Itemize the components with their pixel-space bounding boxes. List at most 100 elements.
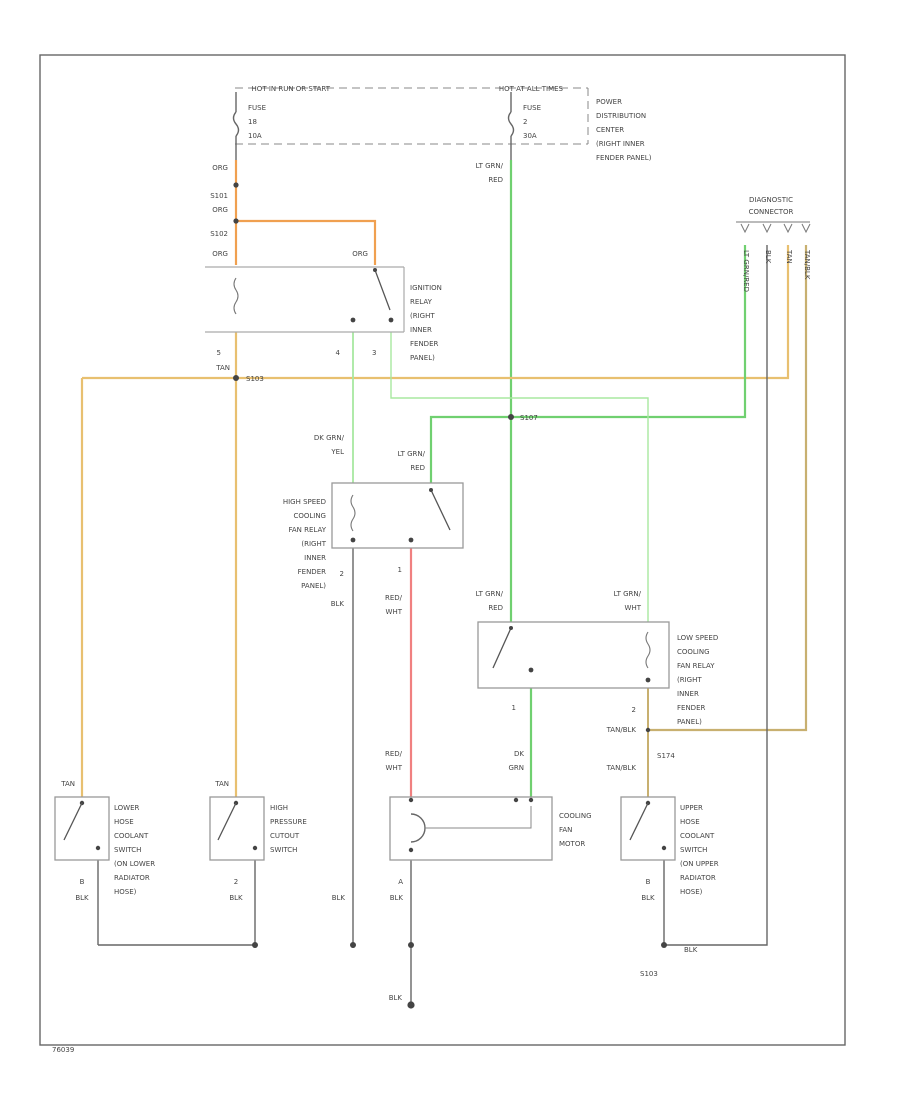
hp-switch-label-2: PRESSURE [270, 818, 307, 826]
wire-tan-bus [82, 245, 790, 380]
fuse-18: FUSE 18 10A [232, 92, 266, 160]
label-pin-lower-b: B [80, 878, 85, 886]
hs-relay-label-2: COOLING [293, 512, 326, 520]
label-s107: S107 [520, 414, 538, 422]
label-lt-grn-red-hs-1: LT GRN/ [398, 450, 426, 458]
lower-switch-label-1: LOWER [114, 804, 140, 812]
label-s103: S103 [246, 375, 264, 383]
label-pin-ign-3: 3 [372, 349, 376, 357]
ls-relay-label-7: PANEL) [677, 718, 702, 726]
lower-switch-label-5: (ON LOWER [114, 860, 155, 868]
ls-relay-label-4: (RIGHT [677, 676, 702, 684]
label-red-wht-1: RED/ [385, 594, 403, 602]
label-tan-lower: TAN [60, 780, 75, 788]
label-s103-ground: S103 [640, 970, 658, 978]
pdc-label-3: CENTER [596, 126, 624, 134]
pdc-label-2: DISTRIBUTION [596, 112, 646, 120]
label-blk-diag: BLK [684, 946, 698, 954]
label-lt-grn-red-top-1: LT GRN/ [476, 162, 504, 170]
ls-relay-label-3: FAN RELAY [677, 662, 715, 670]
ignition-relay-label-1: IGNITION [410, 284, 442, 292]
label-pin-upper-b: B [646, 878, 651, 886]
low-speed-relay: LOW SPEED COOLING FAN RELAY (RIGHT INNER… [477, 621, 718, 726]
diag-title-2: CONNECTOR [749, 208, 794, 216]
hs-relay-label-7: PANEL) [301, 582, 326, 590]
label-dk-grn-2: GRN [508, 764, 524, 772]
wire-tan-blk-diag [648, 245, 808, 732]
label-blk-upper: BLK [641, 894, 655, 902]
hs-relay-label-6: FENDER [298, 568, 326, 576]
lower-switch-label-2: HOSE [114, 818, 134, 826]
power-distribution-center: HOT IN RUN OR START HOT AT ALL TIMES POW… [235, 85, 652, 162]
label-lt-grn-wht-2: WHT [625, 604, 642, 612]
fan-motor-label-2: FAN [559, 826, 572, 834]
wire-labels: ORG S101 ORG S102 ORG ORG LT GRN/ RED 5 … [60, 162, 697, 1002]
label-pin-ign-5: 5 [217, 349, 221, 357]
ignition-relay-label-4: INNER [410, 326, 432, 334]
lower-switch-label-6: RADIATOR [114, 874, 150, 882]
hs-relay-label-1: HIGH SPEED [283, 498, 326, 506]
wire-lt-grn-wht [390, 332, 649, 622]
label-blk-fan: BLK [390, 894, 404, 902]
label-pin-hs-2: 2 [340, 570, 344, 578]
ls-relay-label-5: INNER [677, 690, 699, 698]
wire-lt-grn-red-diag [429, 245, 747, 483]
pdc-label-1: POWER [596, 98, 622, 106]
lower-switch-label-4: SWITCH [114, 846, 141, 854]
pdc-label-4: (RIGHT INNER [596, 140, 645, 148]
fan-motor-label-1: COOLING [559, 812, 592, 820]
svg-text:BLK: BLK [764, 250, 772, 264]
label-red-wht-2: WHT [386, 608, 403, 616]
upper-hose-coolant-switch: UPPER HOSE COOLANT SWITCH (ON UPPER RADI… [620, 796, 719, 896]
svg-text:TAN/BLK: TAN/BLK [803, 249, 811, 280]
label-dk-grn-yel-1: DK GRN/ [314, 434, 345, 442]
label-org-3: ORG [212, 250, 228, 258]
junction-dots [233, 182, 667, 1009]
upper-switch-label-1: UPPER [680, 804, 703, 812]
hp-switch-label-4: SWITCH [270, 846, 297, 854]
ignition-relay-label-5: FENDER [410, 340, 438, 348]
ignition-relay-label-6: PANEL) [410, 354, 435, 362]
upper-switch-label-3: COOLANT [680, 832, 715, 840]
fuse-2-rating: 30A [523, 132, 537, 140]
upper-switch-label-4: SWITCH [680, 846, 707, 854]
label-tan-blk-1: TAN/BLK [606, 726, 637, 734]
label-dk-grn-yel-2: YEL [330, 448, 344, 456]
hs-relay-label-5: INNER [304, 554, 326, 562]
label-pin-fan-a: A [398, 878, 403, 886]
figure-id: 76039 [52, 1046, 74, 1054]
hp-switch-label-3: CUTOUT [270, 832, 300, 840]
label-red-wht-fan-2: WHT [386, 764, 403, 772]
label-tan-ign: TAN [215, 364, 230, 372]
label-s101: S101 [210, 192, 228, 200]
label-tan-blk-2: TAN/BLK [606, 764, 637, 772]
label-pin-ign-4: 4 [336, 349, 341, 357]
hot-run-start-label: HOT IN RUN OR START [252, 85, 331, 93]
label-blk-mid: BLK [332, 894, 346, 902]
upper-switch-label-7: HOSE) [680, 888, 703, 896]
fuse-18-number: 18 [248, 118, 257, 126]
hs-relay-label-3: FAN RELAY [288, 526, 326, 534]
svg-text:LT GRN/RED: LT GRN/RED [742, 250, 750, 292]
label-red-wht-fan-1: RED/ [385, 750, 403, 758]
high-pressure-cutout-switch: HIGH PRESSURE CUTOUT SWITCH [209, 796, 307, 861]
label-lt-grn-wht-1: LT GRN/ [614, 590, 642, 598]
diag-pin-tan-blk: TAN/BLK [801, 223, 811, 280]
pdc-label-5: FENDER PANEL) [596, 154, 652, 162]
label-s102: S102 [210, 230, 228, 238]
label-s174: S174 [657, 752, 675, 760]
fuse-2-number: 2 [523, 118, 527, 126]
label-lt-grn-red-ls-1: LT GRN/ [476, 590, 504, 598]
cooling-fan-motor: COOLING FAN MOTOR [389, 796, 592, 861]
label-tan-hp: TAN [214, 780, 229, 788]
fuse-18-rating: 10A [248, 132, 262, 140]
wire-blk-diag [664, 245, 768, 946]
lower-switch-label-7: HOSE) [114, 888, 137, 896]
label-blk-hp: BLK [229, 894, 243, 902]
upper-switch-label-6: RADIATOR [680, 874, 716, 882]
ls-relay-label-1: LOW SPEED [677, 634, 718, 642]
fuse-2-label: FUSE [523, 104, 541, 112]
ignition-relay: IGNITION RELAY (RIGHT INNER FENDER PANEL… [205, 266, 442, 362]
label-org-1: ORG [212, 164, 228, 172]
label-org-2: ORG [212, 206, 228, 214]
